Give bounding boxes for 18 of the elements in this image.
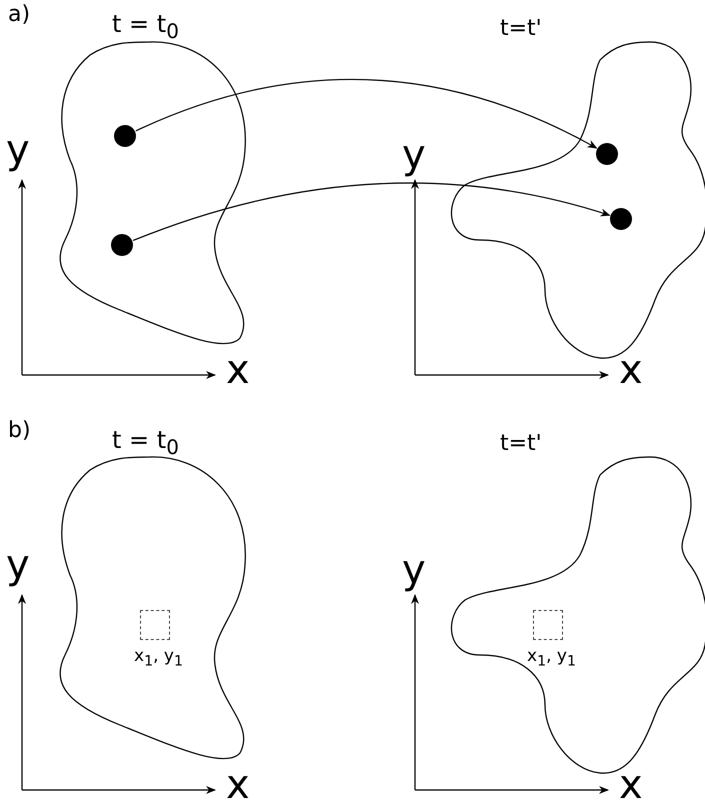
trajectory-arrow — [136, 79, 598, 149]
axis-label: x — [619, 350, 643, 390]
coordinate-label: x$_{1}$, y$_{1}$ — [134, 648, 183, 669]
time-label: t=t' — [500, 433, 542, 455]
time-label: t = t$_{0}$ — [112, 12, 179, 41]
axis-label: y — [6, 545, 30, 585]
axis-label: y — [402, 135, 426, 175]
trajectory-arrow — [132, 182, 611, 242]
time-label: t=t' — [500, 18, 542, 40]
axis-label: y — [402, 550, 426, 590]
axis-label: y — [6, 130, 30, 170]
time-label: t = t$_{0}$ — [112, 428, 179, 457]
axis-label: x — [226, 765, 250, 803]
axis-label: x — [619, 765, 643, 803]
panel-label: a) — [8, 4, 30, 26]
panel-label: b) — [8, 420, 31, 442]
axis-label: x — [226, 350, 250, 390]
coordinate-label: x$_{1}$, y$_{1}$ — [527, 648, 576, 669]
